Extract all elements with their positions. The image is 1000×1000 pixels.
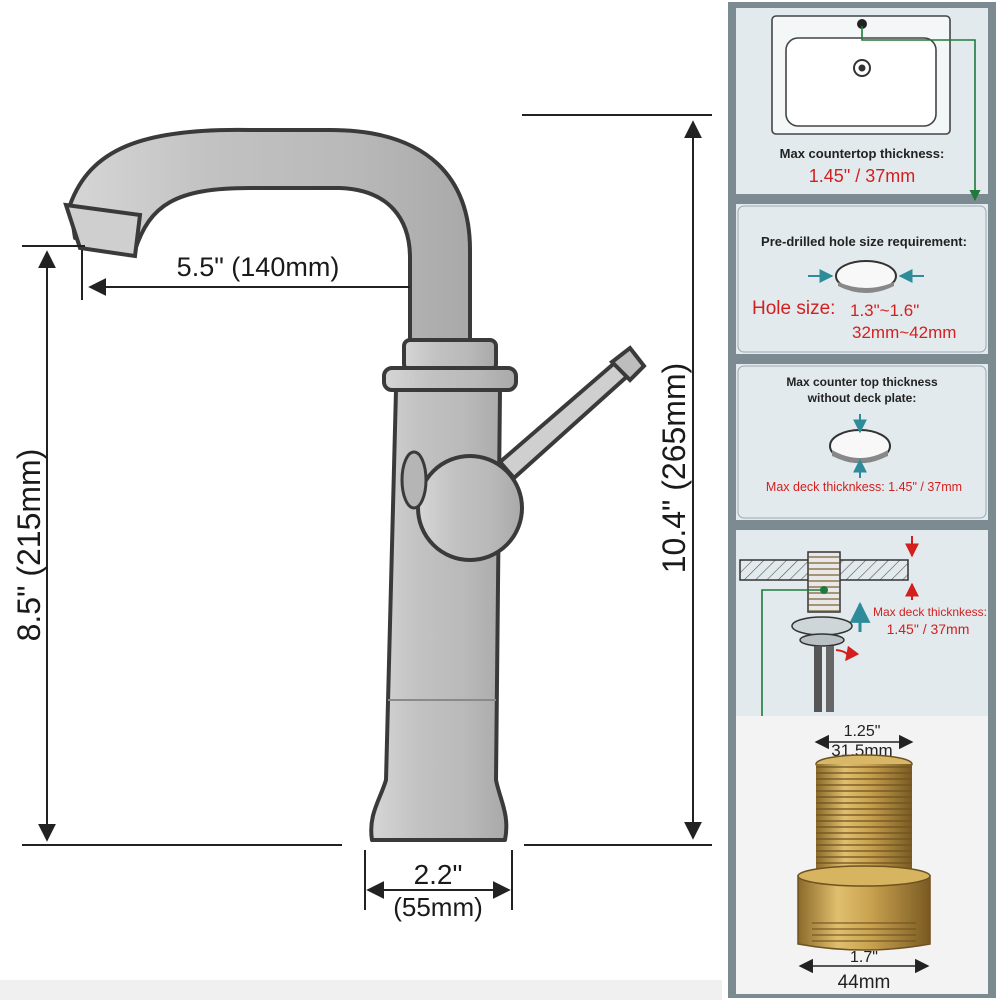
- no-deck-label-line2: without deck plate:: [807, 391, 917, 405]
- shank-bottom-inch: 1.7": [850, 949, 878, 966]
- hole-size-mm: 32mm~42mm: [852, 323, 956, 342]
- hole-requirement-label: Pre-drilled hole size requirement:: [761, 234, 967, 249]
- spout: [68, 127, 472, 347]
- panel-no-deck: Max counter top thickness without deck p…: [736, 364, 988, 520]
- left-bottom-strip: [0, 980, 722, 1000]
- base-width-mm-label: (55mm): [393, 892, 483, 922]
- spout-reach-label: 5.5" (140mm): [177, 252, 340, 282]
- base-width-inch-label: 2.2": [414, 859, 463, 890]
- spout-tip: [63, 202, 143, 259]
- dimension-lines: [22, 114, 712, 910]
- handle-knob: [416, 454, 524, 562]
- countertop-value: 1.45" / 37mm: [809, 166, 915, 186]
- panel-install: Max deck thicknkess: 1.45" / 37mm: [736, 530, 988, 828]
- shank-top-inch: 1.25": [844, 723, 881, 740]
- shank-bottom-mm: 44mm: [838, 972, 891, 993]
- hole-size-inch: 1.3"~1.6": [850, 301, 919, 320]
- knob-hub: [400, 450, 428, 510]
- spout-height-label: 8.5" (215mm): [11, 449, 47, 642]
- panel-shank: 1.25" 31.5mm 1.7" 44mm: [736, 716, 988, 994]
- collar-ring: [382, 366, 518, 392]
- install-label: Max deck thicknkess:: [873, 605, 987, 619]
- no-deck-label-line1: Max counter top thickness: [786, 375, 938, 389]
- no-deck-value: Max deck thicknkess: 1.45" / 37mm: [766, 480, 962, 494]
- faucet-illustration: [63, 127, 647, 842]
- countertop-label: Max countertop thickness:: [780, 146, 945, 161]
- collar: [402, 338, 498, 372]
- panel-countertop: Max countertop thickness: 1.45" / 37mm: [736, 8, 988, 202]
- lever-tip: [608, 345, 647, 383]
- hole-size-prefix: Hole size:: [752, 298, 835, 319]
- install-value: 1.45" / 37mm: [887, 621, 970, 637]
- total-height-label: 10.4" (265mm): [656, 363, 692, 574]
- panel-hole-size: Pre-drilled hole size requirement: Hole …: [736, 204, 988, 354]
